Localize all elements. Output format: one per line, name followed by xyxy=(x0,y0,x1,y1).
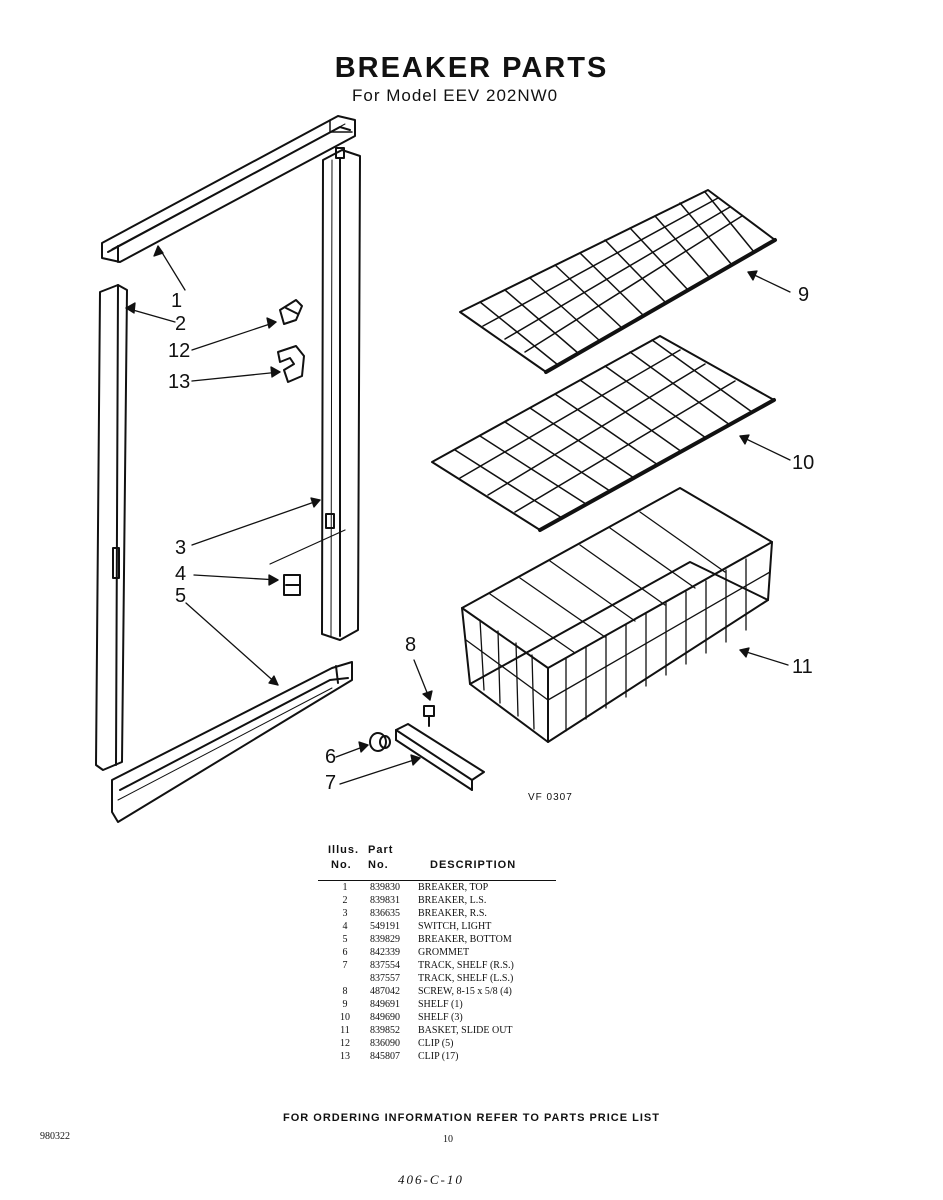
shelf-9-drawing xyxy=(459,189,777,374)
part-description: BREAKER, BOTTOM xyxy=(418,934,512,945)
col-header-part-no: No. xyxy=(368,859,389,871)
part-no: 839852 xyxy=(370,1025,400,1036)
callout-6: 6 xyxy=(325,746,337,768)
breaker-bottom-drawing xyxy=(111,661,353,823)
part-no: 837557 xyxy=(370,973,400,984)
illus-no: 5 xyxy=(342,934,348,945)
part-description: SHELF (3) xyxy=(418,1012,463,1023)
part-no: 839831 xyxy=(370,895,400,906)
illus-no: 6 xyxy=(342,947,348,958)
part-description: CLIP (5) xyxy=(418,1038,454,1049)
callout-8: 8 xyxy=(405,634,417,656)
illus-no: 7 xyxy=(342,960,348,971)
illus-no: 8 xyxy=(342,986,348,997)
light-switch-drawing xyxy=(269,529,346,596)
callout-2: 2 xyxy=(175,313,187,335)
part-no: 836090 xyxy=(370,1038,400,1049)
part-no: 837554 xyxy=(370,960,400,971)
part-description: CLIP (17) xyxy=(418,1051,459,1062)
handwritten-note: 406-C-10 xyxy=(398,1172,464,1187)
shelf-track-drawing xyxy=(395,723,485,791)
illus-no: 12 xyxy=(340,1038,350,1049)
part-no: 839830 xyxy=(370,882,400,893)
part-no: 487042 xyxy=(370,986,400,997)
part-no: 836635 xyxy=(370,908,400,919)
col-header-part: Part xyxy=(368,844,394,856)
part-no: 842339 xyxy=(370,947,400,958)
basket-drawing xyxy=(461,487,773,743)
callout-7: 7 xyxy=(325,772,337,794)
model-subtitle: For Model EEV 202NW0 xyxy=(352,86,559,105)
part-description: GROMMET xyxy=(418,947,470,958)
part-description: BREAKER, L.S. xyxy=(418,895,487,906)
part-no: 845807 xyxy=(370,1051,400,1062)
leader-lines xyxy=(125,245,791,785)
clip-13-drawing xyxy=(277,345,305,383)
page-number: 10 xyxy=(443,1134,453,1145)
breaker-right-drawing xyxy=(321,147,361,641)
callout-1: 1 xyxy=(171,290,183,312)
callout-10: 10 xyxy=(792,452,815,474)
breaker-top-drawing xyxy=(101,115,356,263)
breaker-left-drawing xyxy=(95,284,128,771)
illus-no: 1 xyxy=(342,882,348,893)
part-no: 839829 xyxy=(370,934,400,945)
part-description: TRACK, SHELF (R.S.) xyxy=(418,960,514,971)
ordering-note: FOR ORDERING INFORMATION REFER TO PARTS … xyxy=(283,1112,660,1124)
illus-no: 9 xyxy=(342,999,348,1010)
callout-4: 4 xyxy=(175,563,187,585)
part-no: 549191 xyxy=(370,921,400,932)
callout-3: 3 xyxy=(175,537,187,559)
part-description: BREAKER, TOP xyxy=(418,882,489,893)
illus-no: 2 xyxy=(342,895,348,906)
col-header-description: DESCRIPTION xyxy=(430,859,517,871)
illus-no: 13 xyxy=(340,1051,350,1062)
diagram-code: VF 0307 xyxy=(528,792,573,803)
callout-11: 11 xyxy=(792,656,813,678)
col-header-illus-no: No. xyxy=(331,859,352,871)
page-title: BREAKER PARTS xyxy=(334,52,609,84)
callout-12: 12 xyxy=(168,340,191,362)
illus-no: 10 xyxy=(340,1012,350,1023)
part-description: SCREW, 8-15 x 5/8 (4) xyxy=(418,986,512,997)
illus-no: 4 xyxy=(342,921,348,932)
illus-no: 11 xyxy=(340,1025,350,1036)
col-header-illus: Illus. xyxy=(328,844,360,856)
clip-12-drawing xyxy=(279,299,303,325)
screw-drawing xyxy=(423,705,435,727)
part-description: SWITCH, LIGHT xyxy=(418,921,492,932)
part-no: 849691 xyxy=(370,999,400,1010)
callout-9: 9 xyxy=(798,284,810,306)
part-description: TRACK, SHELF (L.S.) xyxy=(418,973,514,984)
part-description: BASKET, SLIDE OUT xyxy=(418,1025,513,1036)
table-header-rule xyxy=(318,880,556,881)
shelf-10-drawing xyxy=(431,335,776,532)
illus-no: 3 xyxy=(342,908,348,919)
grommet-drawing xyxy=(369,732,391,752)
part-no: 849690 xyxy=(370,1012,400,1023)
callout-13: 13 xyxy=(168,371,191,393)
part-description: BREAKER, R.S. xyxy=(418,908,487,919)
callout-5: 5 xyxy=(175,585,187,607)
part-description: SHELF (1) xyxy=(418,999,463,1010)
document-number: 980322 xyxy=(40,1131,70,1142)
